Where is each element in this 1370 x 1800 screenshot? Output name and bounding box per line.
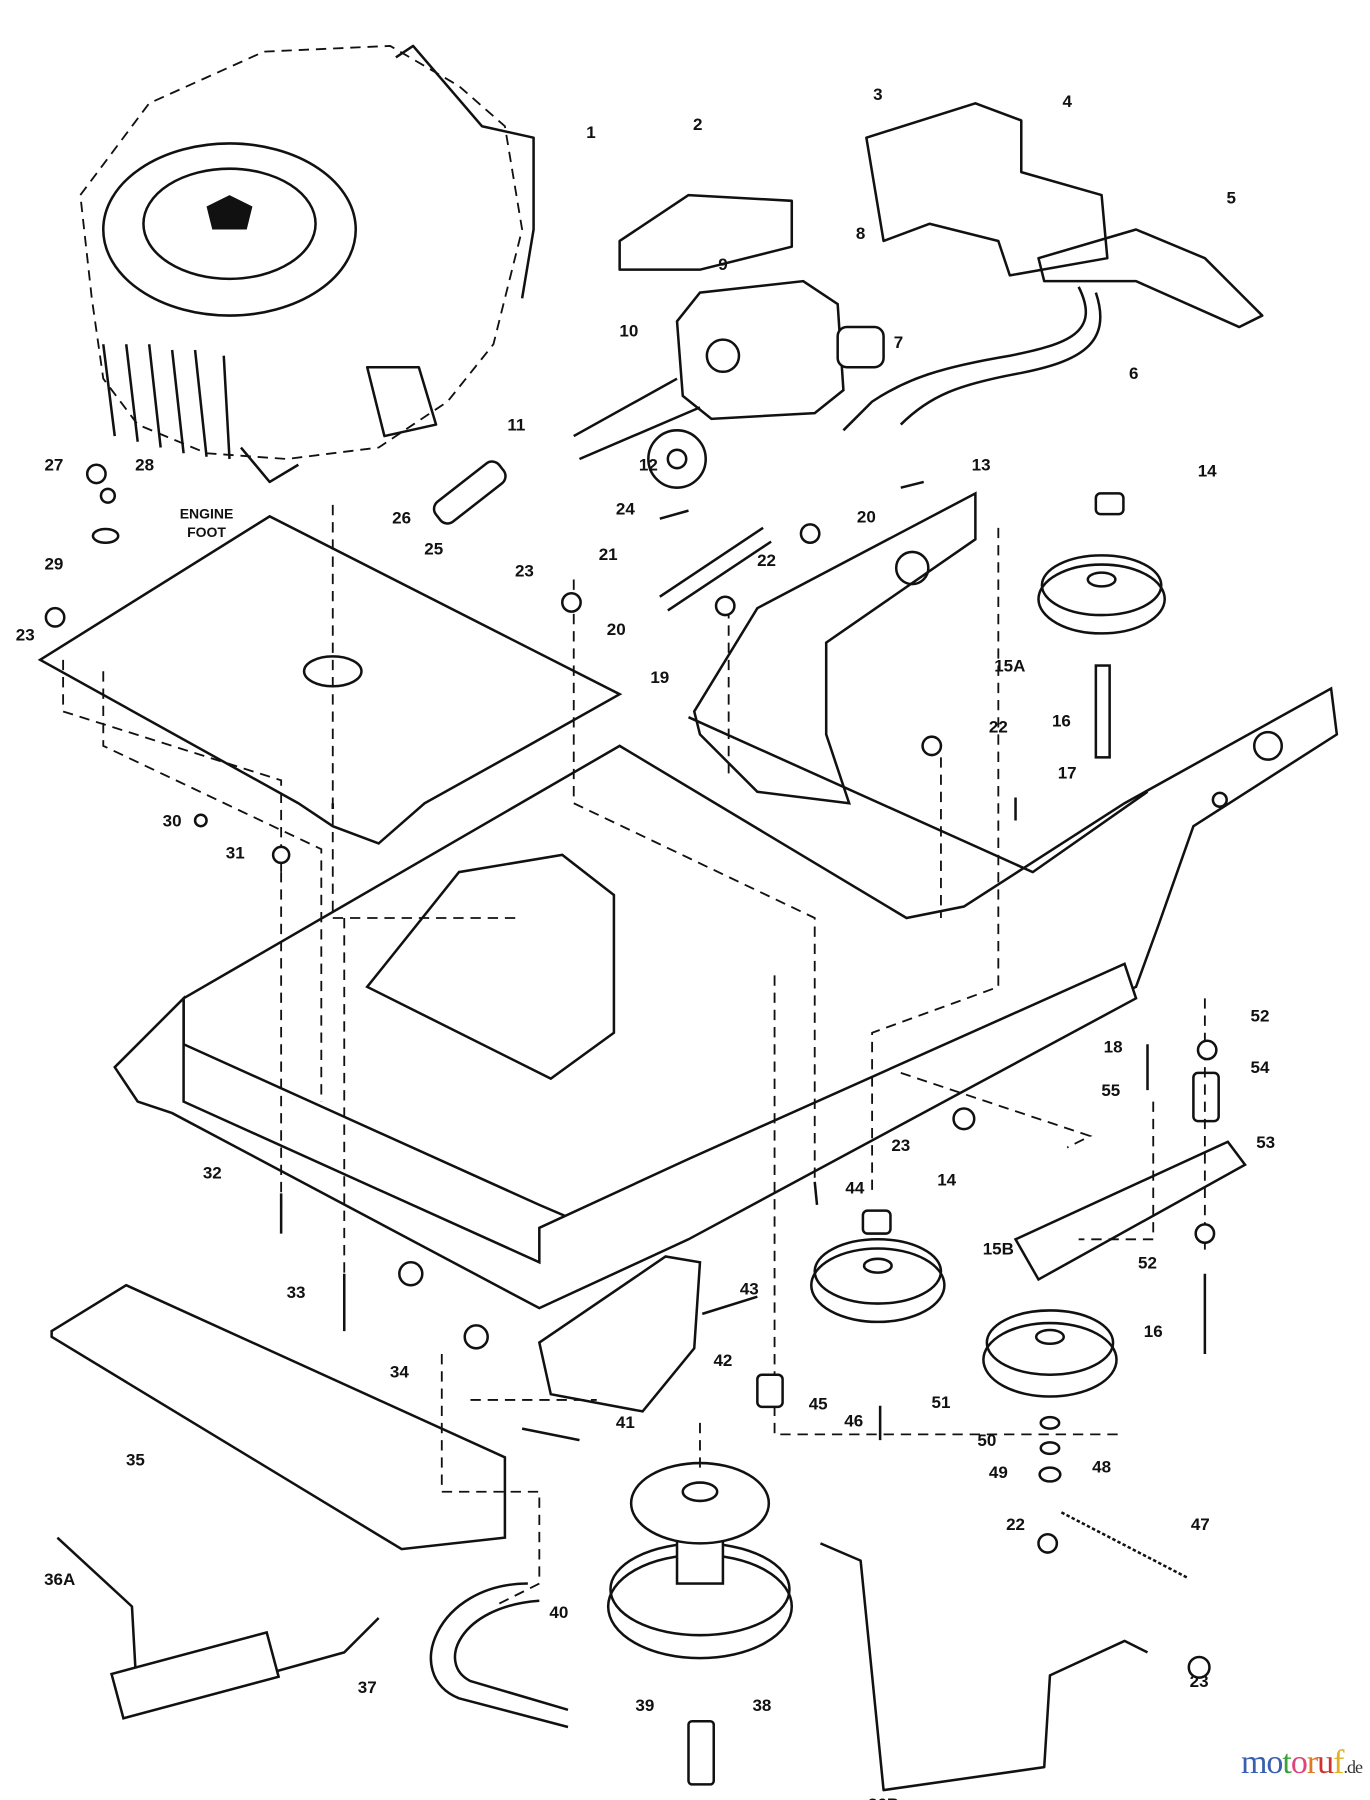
engine-mount-plate	[37, 514, 623, 845]
callout-17: 17	[1058, 763, 1077, 782]
callout-31: 31	[226, 844, 245, 863]
watermark-suffix: .de	[1343, 1757, 1363, 1777]
callout-36A: 36A	[44, 1570, 75, 1589]
callout-13: 13	[972, 456, 991, 475]
callout-50: 50	[977, 1431, 996, 1450]
callout-3: 3	[873, 85, 882, 104]
callout-49: 49	[989, 1463, 1008, 1482]
callout-22: 22	[757, 551, 776, 570]
callout-29: 29	[44, 554, 63, 573]
callout-23: 23	[16, 626, 35, 645]
callout-23: 23	[891, 1136, 910, 1155]
callout-54: 54	[1250, 1058, 1269, 1077]
callout-53: 53	[1256, 1133, 1275, 1152]
callout-12: 12	[639, 456, 658, 475]
callout-14: 14	[937, 1171, 956, 1190]
callout-5: 5	[1227, 188, 1236, 207]
pulley-51	[982, 1309, 1118, 1398]
main-frame	[113, 491, 1339, 1310]
watermark-logo: motoruf.de	[1240, 1744, 1363, 1782]
callout-36B: 36B	[868, 1795, 899, 1800]
callout-25: 25	[424, 540, 443, 559]
callout-10: 10	[619, 321, 638, 340]
callout-7: 7	[894, 333, 903, 352]
watermark-letter: u	[1317, 1744, 1334, 1781]
callout-28: 28	[135, 456, 154, 475]
callout-15B: 15B	[983, 1239, 1014, 1258]
callout-23: 23	[1190, 1672, 1209, 1691]
watermark-letter: m	[1240, 1744, 1267, 1781]
callout-6: 6	[1129, 364, 1138, 383]
callout-9: 9	[718, 255, 727, 274]
callout-11: 11	[507, 416, 525, 435]
callout-37: 37	[358, 1678, 377, 1697]
engine-foot-label: FOOT	[187, 524, 226, 540]
callout-44: 44	[845, 1179, 864, 1198]
callout-30: 30	[163, 811, 182, 830]
callout-15A: 15A	[994, 657, 1025, 676]
callout-52: 52	[1138, 1253, 1157, 1272]
muffler	[675, 279, 885, 421]
callout-19: 19	[650, 668, 669, 687]
callout-42: 42	[713, 1351, 732, 1370]
watermark-letter: t	[1282, 1744, 1292, 1781]
callout-47: 47	[1191, 1515, 1210, 1534]
callout-14: 14	[1198, 461, 1217, 480]
callout-20: 20	[857, 507, 876, 526]
callout-48: 48	[1092, 1458, 1111, 1477]
callout-16: 16	[1144, 1322, 1163, 1341]
bracket-42	[537, 1255, 702, 1413]
belt-guide	[429, 1582, 569, 1729]
callout-40: 40	[549, 1603, 568, 1622]
front-plate	[50, 1283, 507, 1551]
watermark-letter: o	[1266, 1744, 1283, 1781]
callout-41: 41	[616, 1413, 635, 1432]
callout-23: 23	[515, 561, 534, 580]
spring	[1060, 1511, 1189, 1579]
callout-4: 4	[1062, 92, 1072, 111]
callout-16: 16	[1052, 712, 1071, 731]
pulley-40	[606, 1461, 794, 1786]
callout-43: 43	[740, 1280, 759, 1299]
pulley-15a	[1037, 492, 1166, 759]
callout-51: 51	[931, 1393, 950, 1412]
callout-35: 35	[126, 1451, 145, 1470]
hardware	[44, 463, 1218, 1679]
callout-55: 55	[1101, 1081, 1120, 1100]
muffler-guard	[865, 102, 1109, 277]
callout-18: 18	[1104, 1038, 1123, 1057]
callout-32: 32	[203, 1164, 222, 1183]
watermark-letter: r	[1306, 1744, 1318, 1781]
heat-shield	[618, 193, 794, 271]
callout-20: 20	[607, 620, 626, 639]
callout-52: 52	[1250, 1007, 1269, 1026]
engine-foot-label: ENGINE	[180, 506, 234, 522]
callout-34: 34	[390, 1362, 409, 1381]
callout-2: 2	[693, 115, 702, 134]
callout-46: 46	[844, 1412, 863, 1431]
callout-33: 33	[287, 1283, 306, 1302]
callout-22: 22	[989, 717, 1008, 736]
callout-27: 27	[44, 456, 63, 475]
callout-1: 1	[586, 123, 595, 142]
callout-38: 38	[752, 1696, 771, 1715]
callout-24: 24	[616, 499, 635, 518]
watermark-letter: o	[1290, 1744, 1308, 1781]
callout-22: 22	[1006, 1515, 1025, 1534]
idler-arm	[1013, 1140, 1247, 1282]
callout-39: 39	[635, 1696, 654, 1715]
callout-8: 8	[856, 224, 865, 243]
exhaust-pipe	[842, 286, 1102, 432]
brake-rod-36b	[819, 1542, 1149, 1792]
callout-45: 45	[809, 1394, 828, 1413]
engine	[79, 44, 535, 484]
watermark-letter: f	[1333, 1744, 1344, 1781]
callout-26: 26	[392, 509, 411, 528]
callout-21: 21	[599, 545, 618, 564]
pulley-15b	[810, 1209, 946, 1324]
